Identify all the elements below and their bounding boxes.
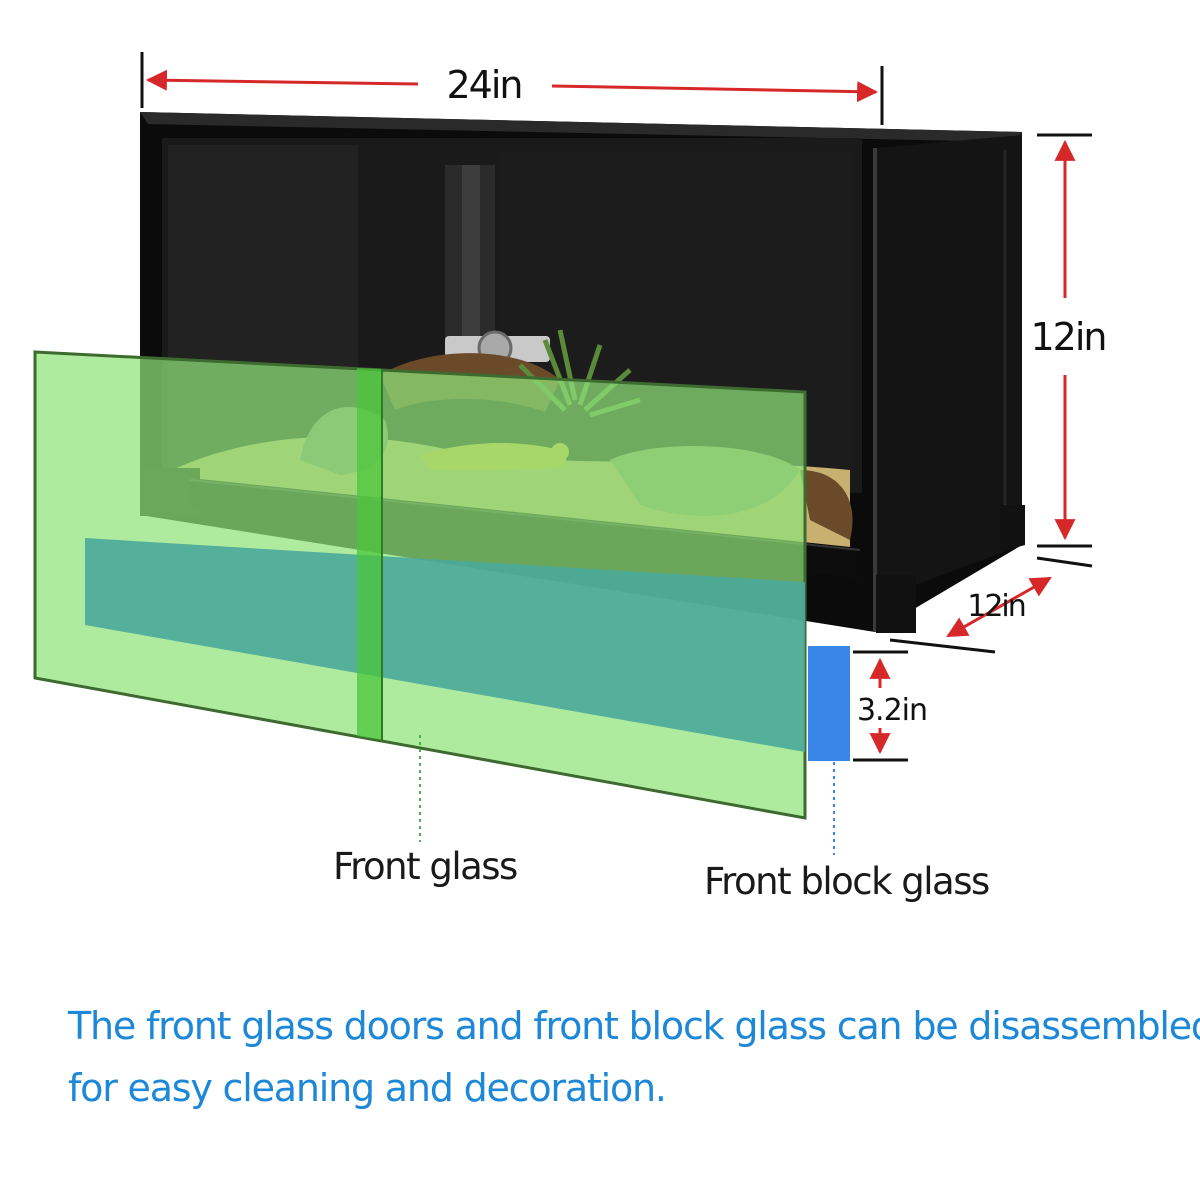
front-glass-panel <box>33 350 807 820</box>
front-block-glass-callout: Front block glass <box>704 860 990 903</box>
height-dimension: 12in <box>1031 133 1108 568</box>
depth-label: 12in <box>967 589 1025 624</box>
block-glass-height-dimension: 3.2in <box>853 650 928 762</box>
caption: The front glass doors and front block gl… <box>68 995 1200 1119</box>
front-block-glass-panel <box>808 646 850 761</box>
front-glass-callout: Front glass <box>333 845 518 888</box>
height-label: 12in <box>1031 315 1106 359</box>
width-dimension: 24in <box>140 52 884 125</box>
caption-line-1: The front glass doors and front block gl… <box>68 1004 1200 1048</box>
caption-line-2: for easy cleaning and decoration. <box>68 1066 667 1110</box>
depth-dimension: 12in <box>889 576 1052 654</box>
block-glass-height-label: 3.2in <box>857 693 927 728</box>
width-label: 24in <box>447 63 522 107</box>
